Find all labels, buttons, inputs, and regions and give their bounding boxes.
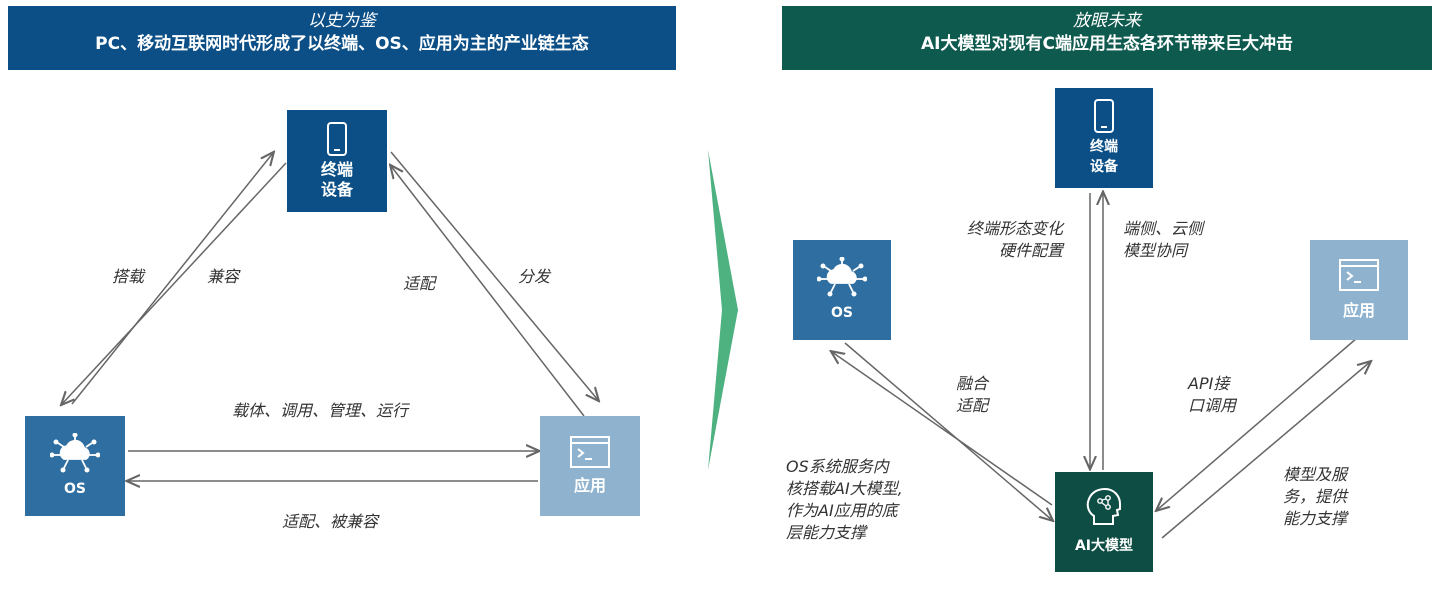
line-os-to-device: [71, 153, 273, 405]
line-app-to-device: [391, 166, 585, 417]
line-device-to-os: [62, 162, 287, 404]
right-device-label: 终端 设备: [1090, 139, 1118, 175]
label-edge-cloud: 端侧、云侧 模型协同: [1123, 219, 1204, 260]
label-api: API接 口调用: [1188, 374, 1237, 415]
label-distribute: 分发: [518, 267, 551, 286]
left-app-label: 应用: [573, 476, 606, 495]
terminal-window-icon: [1339, 259, 1379, 291]
label-os-to-app: 载体、调用、管理、运行: [232, 401, 409, 420]
line-os-to-ai: [844, 342, 1052, 520]
right-header-subtitle: AI大模型对现有C端应用生态各环节带来巨大冲击: [921, 34, 1293, 54]
transition-chevron: [708, 150, 738, 470]
right-header: 放眼未来 AI大模型对现有C端应用生态各环节带来巨大冲击: [782, 6, 1432, 70]
left-header: 以史为鉴 PC、移动互联网时代形成了以终端、OS、应用为主的产业链生态: [8, 6, 676, 70]
line-app-to-ai: [1157, 337, 1358, 510]
right-os-box: OS: [793, 240, 891, 340]
right-header-title: 放眼未来: [1073, 11, 1141, 31]
label-compat: 兼容: [207, 267, 240, 286]
label-os-service: OS系统服务内 核搭载AI大模型, 作为AI应用的底 层能力支撑: [786, 457, 903, 542]
phone-icon: [1094, 99, 1114, 133]
left-os-label: OS: [64, 481, 86, 497]
left-device-box: 终端 设备: [287, 110, 387, 212]
label-carry: 搭载: [112, 267, 145, 286]
left-device-label: 终端 设备: [320, 160, 353, 199]
label-fusion: 融合 适配: [956, 374, 989, 415]
right-os-label: OS: [831, 305, 853, 321]
cloud-network-icon: [817, 257, 867, 297]
left-app-box: 应用: [540, 416, 640, 516]
phone-icon: [327, 122, 347, 156]
cloud-network-icon: [50, 433, 100, 473]
label-adapt: 适配: [403, 274, 436, 293]
left-header-title: 以史为鉴: [308, 11, 376, 31]
left-os-box: OS: [25, 416, 125, 516]
label-app-to-os: 适配、被兼容: [282, 512, 379, 531]
label-model-service: 模型及服 务，提供 能力支撑: [1283, 465, 1348, 528]
right-ai-label: AI大模型: [1074, 538, 1134, 554]
right-app-box: 应用: [1310, 240, 1408, 340]
line-ai-to-os: [832, 352, 1053, 506]
line-ai-to-app: [1161, 362, 1370, 539]
left-header-subtitle: PC、移动互联网时代形成了以终端、OS、应用为主的产业链生态: [95, 34, 589, 54]
right-ai-box: AI大模型: [1055, 472, 1153, 572]
terminal-window-icon: [570, 436, 610, 468]
right-app-label: 应用: [1342, 301, 1375, 320]
line-device-to-app: [390, 151, 598, 400]
label-device-change: 终端形态变化 硬件配置: [967, 219, 1064, 260]
right-device-box: 终端 设备: [1055, 88, 1153, 188]
ai-head-icon: [1086, 488, 1121, 525]
